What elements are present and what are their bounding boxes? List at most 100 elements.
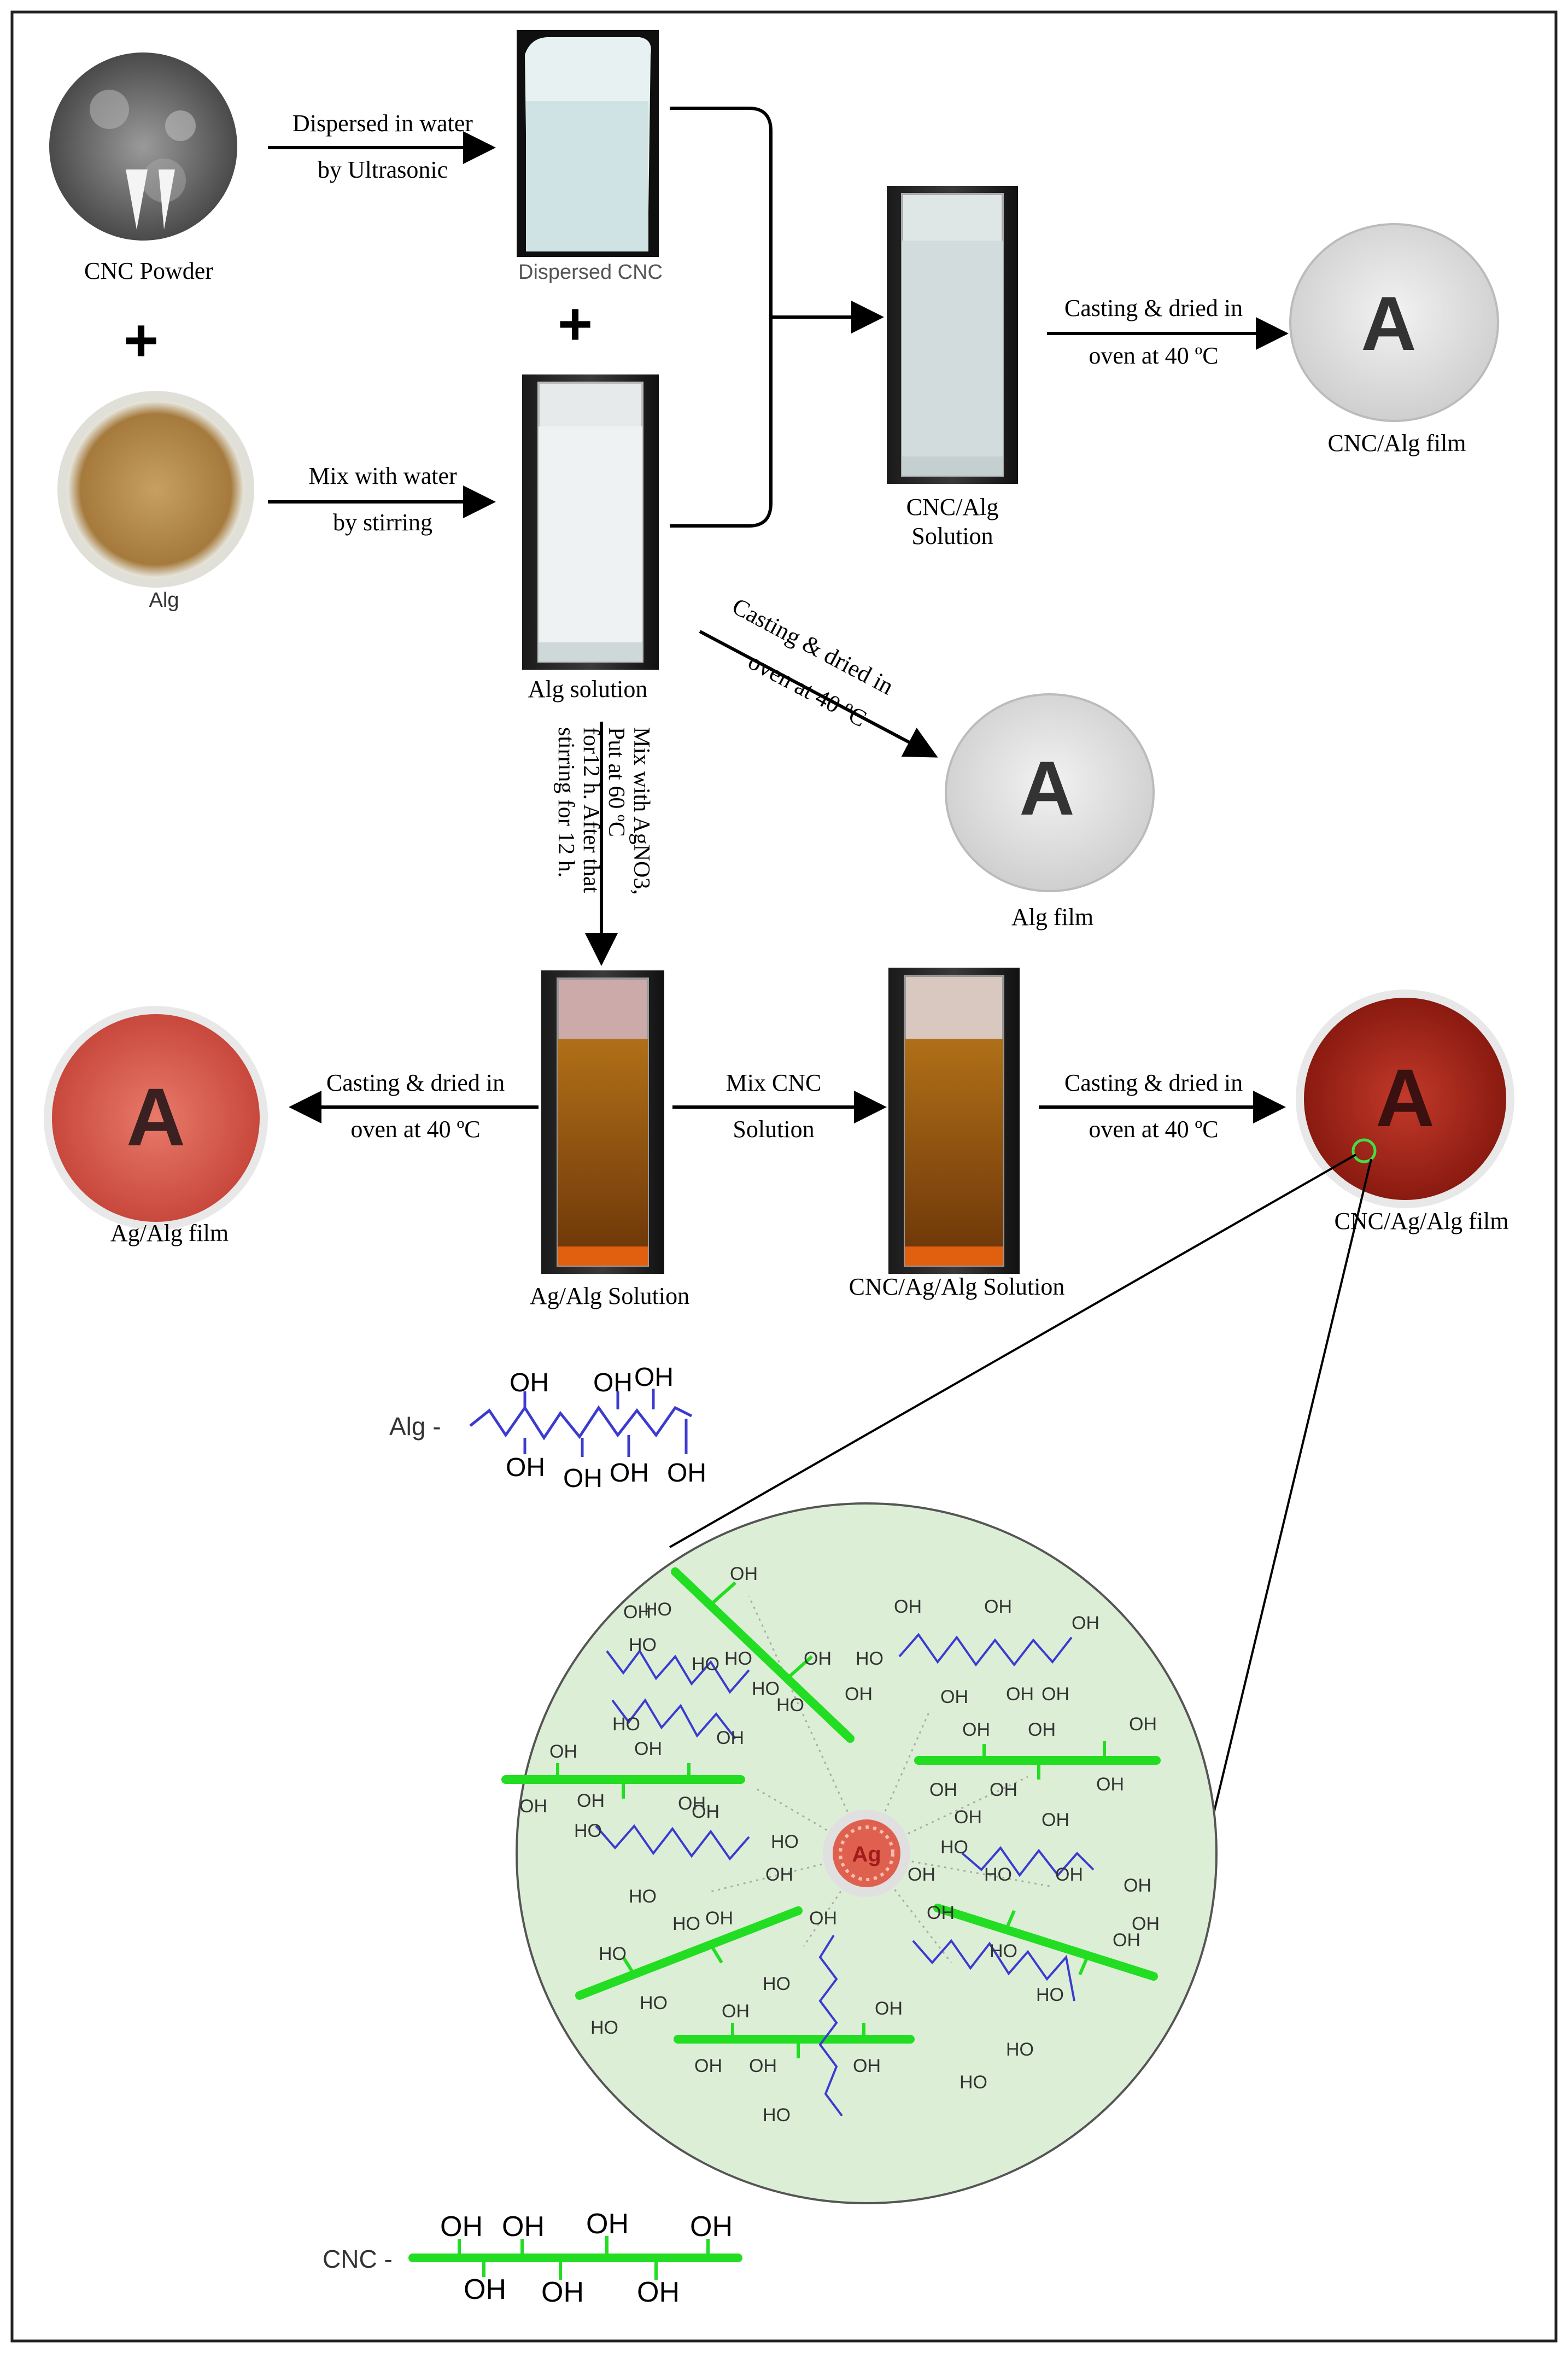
alg-structure-label: Alg -: [389, 1412, 441, 1441]
cnc-oh-1: OH: [440, 2211, 483, 2243]
arrow-agno3-label-4: stirring for 12 h.: [553, 727, 578, 877]
arrow-agno3-text: Mix with AgNO3, Put at 60 ºC for12 h. Af…: [553, 727, 654, 895]
dispersed-cnc-label: Dispersed CNC: [518, 261, 663, 284]
zoom-oh-37: OH: [927, 1903, 955, 1923]
zoom-oh-20: OH: [894, 1596, 922, 1617]
cnc-structure-oh-groups: OH OH OH OH OH OH OH: [440, 2208, 733, 2308]
cnc-structure-chain: [408, 2236, 742, 2280]
ag-label: Ag: [852, 1842, 881, 1866]
zoom-oh-21: OH: [984, 1596, 1012, 1617]
cnc-oh-4: OH: [690, 2211, 733, 2243]
zoom-oh-22: OH: [1072, 1613, 1099, 1634]
zoom-oh-38: OH: [1113, 1930, 1140, 1951]
zoom-ho-23: HO: [959, 2072, 987, 2093]
cnc-ag-alg-solution-label: CNC/Ag/Alg Solution: [849, 1273, 1065, 1300]
zoom-ho-3: HO: [692, 1654, 719, 1675]
cnc-structure-label: CNC -: [323, 2245, 393, 2273]
zoom-oh-6: OH: [634, 1739, 662, 1759]
arrow-cast-cnc-alg-label-1: Casting & dried in: [1064, 295, 1243, 321]
zoom-oh-14: OH: [809, 1908, 837, 1929]
alg-structure-chain: [469, 1389, 693, 1457]
arrow-cast-ag-alg-label-1: Casting & dried in: [326, 1069, 505, 1096]
alg-label: Alg: [149, 589, 179, 612]
arrow-cast-cnc-ag-alg-label-1: Casting & dried in: [1064, 1069, 1243, 1096]
cnc-powder-label: CNC Powder: [84, 257, 213, 284]
zoom-ho-9: HO: [771, 1831, 799, 1852]
zoom-oh-34: OH: [1055, 1864, 1083, 1885]
cnc-oh-5: OH: [464, 2274, 506, 2305]
cnc-alg-film-label: CNC/Alg film: [1327, 430, 1466, 456]
zoom-ho-19: HO: [984, 1864, 1012, 1885]
zoom-ho-22: HO: [1006, 2039, 1034, 2060]
alg-structure-oh-groups: OH OH OH OH OH OH OH: [506, 1363, 706, 1493]
zoom-oh-2: OH: [623, 1602, 651, 1623]
arrow-cast-ag-alg-label-2: oven at 40 ºC: [350, 1116, 480, 1143]
cnc-ag-alg-film-label: CNC/Ag/Alg film: [1334, 1208, 1508, 1234]
zoom-ho-2: HO: [629, 1635, 657, 1655]
zoom-spot: [1351, 1138, 1377, 1163]
alg-chains: [595, 1632, 1095, 2117]
plus-sign-right: +: [558, 290, 593, 358]
film-letter-cnc-ag-alg: A: [1376, 1052, 1435, 1144]
zoom-oh-30: OH: [990, 1780, 1017, 1800]
zoom-line-left: [669, 1154, 1356, 1548]
alg-oh-3: OH: [634, 1363, 674, 1392]
alg-oh-2: OH: [593, 1368, 633, 1397]
arrow-mix-water-label-2: by stirring: [333, 509, 432, 536]
plus-sign-left: +: [124, 307, 159, 374]
zoom-oh-11: OH: [692, 1801, 719, 1822]
cnc-alg-film-photo: A: [1289, 223, 1499, 422]
film-letter-alg: A: [1019, 745, 1074, 831]
zoom-oh-10: OH: [678, 1793, 706, 1814]
cnc-oh-6: OH: [541, 2276, 584, 2308]
zoom-oh-18: OH: [749, 2056, 777, 2076]
zoom-ho-7: HO: [612, 1714, 640, 1735]
ag-alg-solution-label: Ag/Alg Solution: [530, 1283, 689, 1309]
cnc-alg-solution-cuvette: [887, 186, 1018, 484]
arrow-agno3-label-2: Put at 60 ºC: [604, 727, 629, 837]
zoom-oh-5: OH: [549, 1741, 577, 1762]
arrow-mix-cnc-label-2: Solution: [733, 1116, 814, 1143]
zoom-ho-10: HO: [629, 1886, 657, 1907]
zoom-oh-25: OH: [1042, 1684, 1069, 1705]
arrow-cast-cnc-alg-label-2: oven at 40 ºC: [1089, 342, 1218, 369]
zoom-ho-6: HO: [752, 1678, 780, 1699]
zoom-oh-19: OH: [853, 2056, 881, 2076]
zoom-oh-23: OH: [940, 1687, 968, 1707]
arrow-mix-water-label-1: Mix with water: [308, 463, 457, 489]
zoom-oh-7: OH: [716, 1728, 744, 1748]
cnc-alg-solution-label-1: CNC/Alg: [906, 494, 999, 520]
zoom-ho-5: HO: [776, 1695, 804, 1716]
alg-solution-label: Alg solution: [528, 676, 648, 703]
alg-oh-4: OH: [506, 1453, 545, 1482]
zoom-ho-13: HO: [640, 1993, 668, 2013]
zoom-line-right: [1202, 1158, 1372, 1859]
zoom-oh-35: OH: [1124, 1875, 1151, 1896]
ag-alg-film-photo: A: [44, 1006, 268, 1230]
zoom-oh-24: OH: [1006, 1684, 1034, 1705]
cnc-ag-alg-solution-cuvette: [888, 968, 1020, 1274]
zoom-oh-16: OH: [875, 1998, 903, 2019]
cnc-oh-3: OH: [586, 2208, 629, 2240]
zoom-oh-26: OH: [962, 1719, 990, 1740]
zoom-ho-15: HO: [763, 1974, 791, 1994]
alg-oh-6: OH: [610, 1459, 649, 1488]
zoom-oh-28: OH: [1129, 1714, 1157, 1735]
alg-solution-cuvette: [522, 374, 659, 670]
arrow-disperse-label-1: Dispersed in water: [292, 110, 473, 137]
ag-alg-solution-cuvette: [541, 970, 664, 1274]
arrow-mix-cnc-label-1: Mix CNC: [726, 1069, 822, 1096]
cnc-powder-photo: [49, 52, 237, 241]
zoom-oh-4: OH: [845, 1684, 873, 1705]
zoom-ho-14: HO: [590, 2017, 618, 2038]
zoom-hydroxyl-labels: OH OH HO HO HO HO OH OH HO HO HO OH OH O…: [519, 1564, 1160, 2126]
cnc-oh-7: OH: [637, 2276, 680, 2308]
alg-powder-photo: [57, 391, 254, 588]
arrow-cast-cnc-ag-alg-label-2: oven at 40 ºC: [1089, 1116, 1218, 1143]
arrow-agno3-label-1: Mix with AgNO3,: [629, 727, 654, 895]
zoom-oh-1: OH: [730, 1564, 758, 1584]
zoom-oh-15: OH: [722, 2001, 750, 2022]
alg-film-photo: A: [945, 693, 1155, 892]
zoom-oh-8: OH: [519, 1796, 547, 1817]
alg-oh-7: OH: [667, 1459, 706, 1488]
